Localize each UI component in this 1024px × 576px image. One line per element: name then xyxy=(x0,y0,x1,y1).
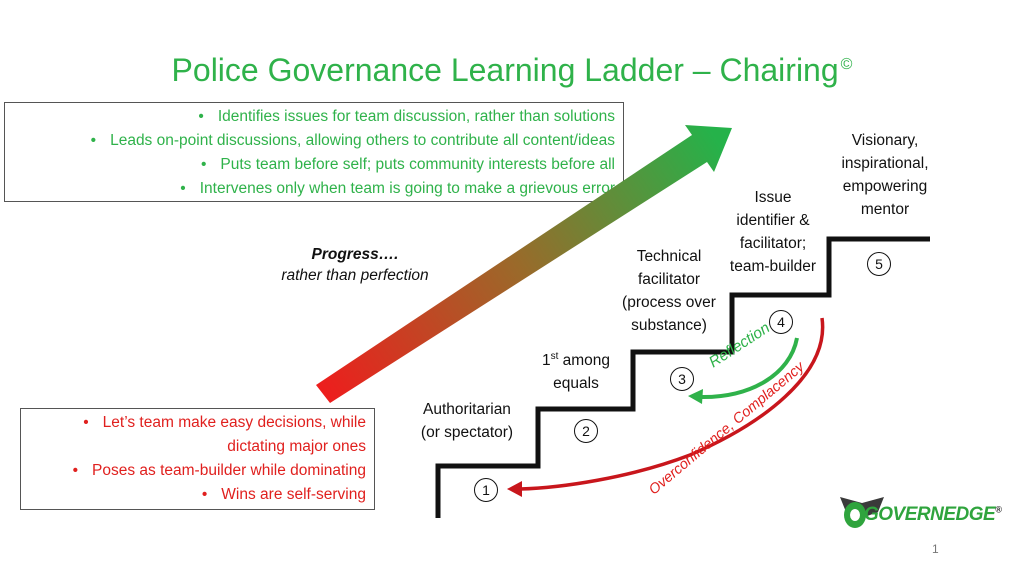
step-4-number: 4 xyxy=(769,310,793,334)
good-behaviour-item: • Identifies issues for team discussion, … xyxy=(11,105,615,129)
bad-behaviour-continuation: dictating major ones xyxy=(27,435,366,459)
step-label-line: identifier & xyxy=(736,212,810,229)
step-3-label: Technical facilitator (process over subs… xyxy=(605,245,733,337)
good-behaviour-text: Leads on-point discussions, allowing oth… xyxy=(110,132,615,149)
step-label-line: equals xyxy=(553,375,599,393)
bullet-icon: • xyxy=(83,414,89,431)
bad-behaviour-text: Wins are self-serving xyxy=(221,486,366,503)
step-label-line: Visionary, xyxy=(851,132,919,149)
logo-mark-icon xyxy=(840,497,884,528)
bad-behaviour-text: Let’s team make easy decisions, while xyxy=(102,414,366,431)
regression-arrow xyxy=(507,317,825,497)
step-3-number: 3 xyxy=(670,367,694,391)
bad-behaviours-box: • Let’s team make easy decisions, while d… xyxy=(20,408,375,510)
bad-behaviour-item: • Let’s team make easy decisions, while xyxy=(27,411,366,435)
copyright-mark: © xyxy=(840,56,853,74)
bad-behaviour-text: dictating major ones xyxy=(227,438,366,455)
step-label-line: (process over xyxy=(622,294,716,311)
good-behaviour-text: Intervenes only when team is going to ma… xyxy=(199,180,615,197)
governedge-logo: GOVERNEDGE® xyxy=(864,504,1002,526)
step-2-number: 2 xyxy=(574,419,598,443)
good-behaviour-text: Identifies issues for team discussion, r… xyxy=(217,108,615,125)
bullet-icon: • xyxy=(90,132,97,149)
progress-caption: Progress…. rather than perfection xyxy=(265,244,445,286)
reflection-arrow xyxy=(688,337,799,404)
step-label-line: inspirational, xyxy=(841,155,929,172)
bad-behaviour-item: • Wins are self-serving xyxy=(27,483,366,507)
bullet-icon: • xyxy=(180,180,186,197)
page-number: 1 xyxy=(932,542,939,556)
staircase xyxy=(435,236,930,518)
step-label-line: team-builder xyxy=(729,258,817,275)
step-label-line: facilitator xyxy=(637,271,701,288)
step-label-line: (or spectator) xyxy=(420,424,514,441)
progress-arrow xyxy=(316,125,732,403)
step-label-line: Issue xyxy=(754,189,792,206)
step-label-line: Technical xyxy=(636,248,702,265)
step-4-label: Issue identifier & facilitator; team-bui… xyxy=(716,186,830,278)
bad-behaviour-item: • Poses as team-builder while dominating xyxy=(27,459,366,483)
step-label-line: 1st among xyxy=(541,351,611,370)
step-label-line: mentor xyxy=(860,201,910,218)
bullet-icon: • xyxy=(201,486,208,503)
bullet-icon: • xyxy=(200,156,207,173)
logo-text: GOVERNEDGE xyxy=(864,504,996,525)
step-label-line: facilitator; xyxy=(739,235,807,252)
progress-heading: Progress…. xyxy=(311,246,399,263)
progress-subheading: rather than perfection xyxy=(281,267,429,284)
step-1-number: 1 xyxy=(474,478,498,502)
step-5-number: 5 xyxy=(867,252,891,276)
step-label-line: substance) xyxy=(631,317,707,334)
registered-mark: ® xyxy=(995,504,1002,515)
good-behaviour-item: • Leads on-point discussions, allowing ot… xyxy=(11,129,615,153)
bullet-icon: • xyxy=(198,108,204,125)
bullet-icon: • xyxy=(72,462,79,479)
step-2-label: 1st among equals xyxy=(514,345,638,395)
good-behaviours-box: • Identifies issues for team discussion, … xyxy=(4,102,624,202)
step-5-label: Visionary, inspirational, empowering men… xyxy=(826,129,944,221)
good-behaviour-item: • Puts team before self; puts community i… xyxy=(11,153,615,177)
slide-title: Police Governance Learning Ladder – Chai… xyxy=(0,52,1024,89)
good-behaviour-text: Puts team before self; puts community in… xyxy=(220,156,615,173)
good-behaviour-item: • Intervenes only when team is going to m… xyxy=(11,177,615,201)
step-1-label: Authoritarian (or spectator) xyxy=(400,398,534,444)
bad-behaviour-text: Poses as team-builder while dominating xyxy=(92,462,366,479)
step-label-line: empowering xyxy=(842,178,928,195)
step-label-line: Authoritarian xyxy=(423,401,511,418)
title-text: Police Governance Learning Ladder – Chai… xyxy=(171,52,839,88)
